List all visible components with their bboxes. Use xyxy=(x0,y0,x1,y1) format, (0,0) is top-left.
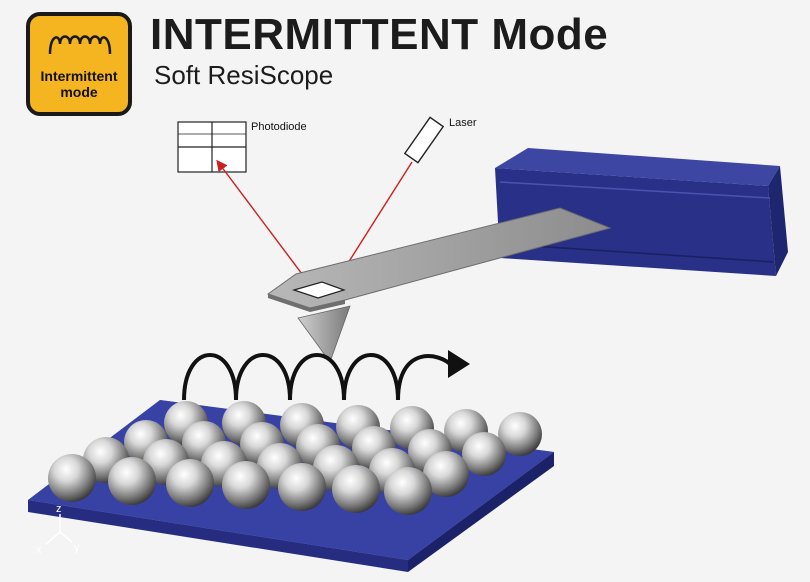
wave-icon xyxy=(48,35,112,55)
badge-label: Intermittent mode xyxy=(30,68,128,100)
motion-arrow-head-icon xyxy=(448,350,470,378)
photodiode xyxy=(177,121,247,173)
cantilever-holder xyxy=(495,148,788,276)
page-subtitle: Soft ResiScope xyxy=(154,60,334,90)
axis-x-label: x xyxy=(36,544,42,556)
axes-indicator: z x y xyxy=(36,503,80,556)
laser-beam-reflected xyxy=(216,159,309,283)
axis-z-label: z xyxy=(56,503,62,515)
badge-label-line2: mode xyxy=(60,84,98,100)
tapping-motion-path xyxy=(182,353,454,401)
photodiode-label: Photodiode xyxy=(251,121,307,133)
badge-label-line1: Intermittent xyxy=(40,68,118,84)
mode-badge: Intermittent mode xyxy=(26,12,132,116)
reflective-spot xyxy=(291,281,346,299)
afm-tip xyxy=(297,305,351,363)
laser-label: Laser xyxy=(449,117,477,129)
sample-spheres xyxy=(48,401,542,515)
page-title: INTERMITTENT Mode xyxy=(150,10,609,59)
cantilever xyxy=(266,207,612,312)
laser xyxy=(403,116,445,164)
axis-y-label: y xyxy=(74,542,80,554)
